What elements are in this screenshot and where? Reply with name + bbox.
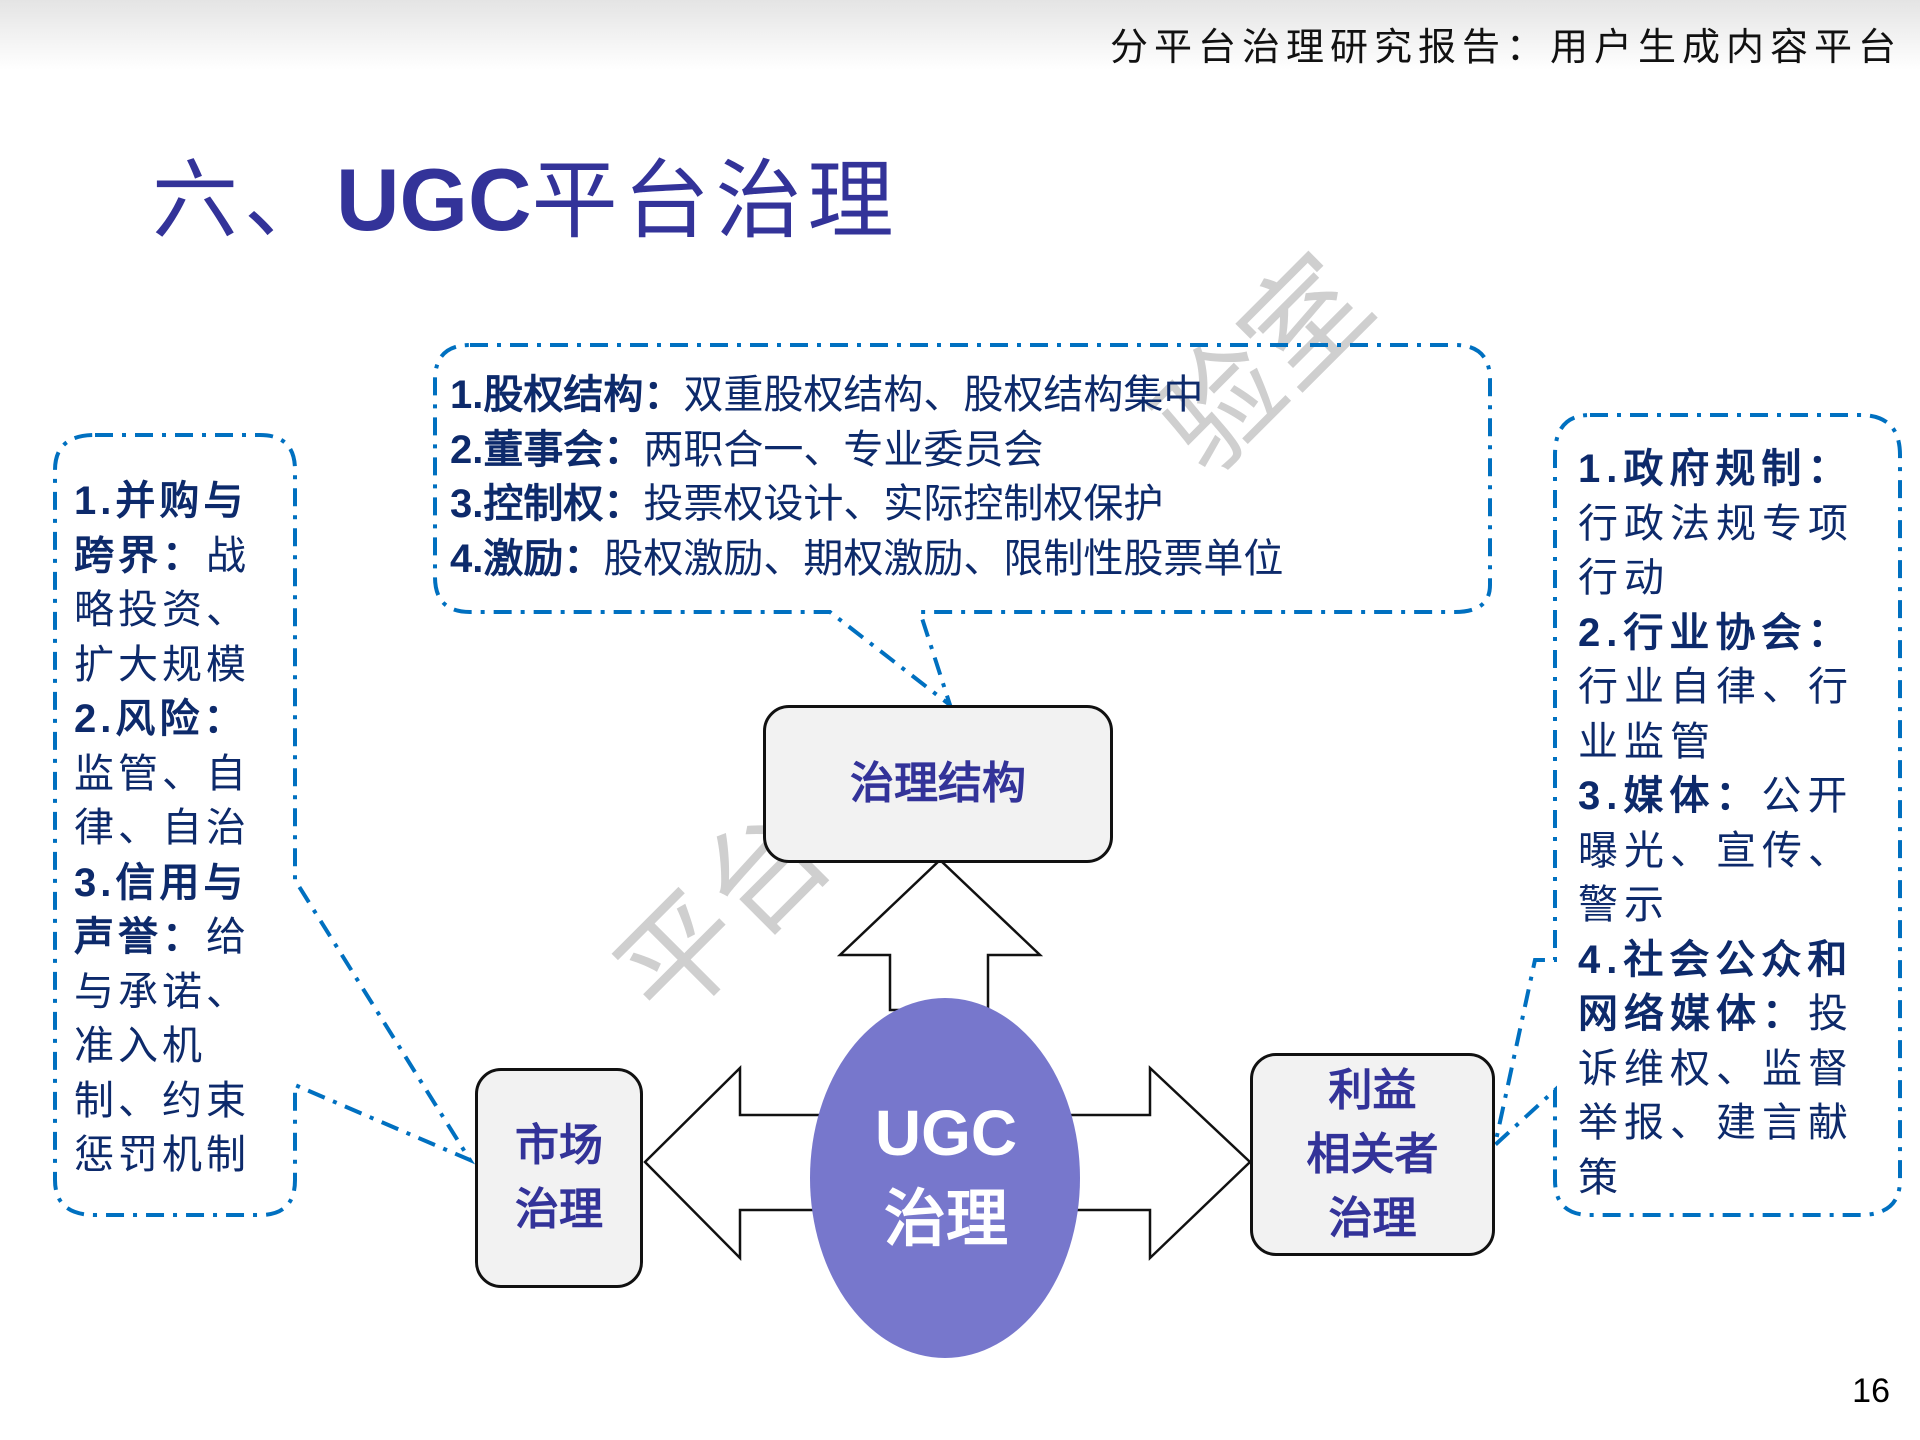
header-band — [0, 0, 1920, 70]
slide-title-prefix: 六、 — [152, 151, 336, 251]
callout-top-border — [433, 343, 1492, 711]
center-label-line2: 治理 — [883, 1182, 1008, 1255]
node-stakeholder-line2: 相关者 — [1306, 1128, 1439, 1180]
callout-left-item: 3.信用与声誉：给与承诺、准入机制、约束惩罚机制 — [74, 858, 250, 1179]
node-stakeholder-line1: 利益 — [1328, 1064, 1417, 1116]
callout-left-item: 1.并购与跨界：战略投资、扩大规模 — [74, 477, 250, 688]
node-market-line2: 治理 — [515, 1184, 603, 1235]
slide-title-suffix: 平台治理 — [531, 151, 900, 251]
callout-left-text: 1.并购与跨界：战略投资、扩大规模 2.风险：监管、自律、自治 3.信用与声誉：… — [74, 474, 264, 1183]
callout-top-item: 2.董事会：两职合一、专业委员会 — [450, 425, 1044, 473]
report-title: 分平台治理研究报告：用户生成内容平台 — [1109, 25, 1902, 69]
callout-right-item: 3.媒体：公开曝光、宣传、警示 — [1578, 772, 1854, 928]
callout-left-border — [53, 433, 476, 1217]
node-governance-structure: 治理结构 — [763, 705, 1113, 863]
callout-right-item: 4.社会公众和网络媒体：投诉维权、监督举报、建言献策 — [1578, 935, 1854, 1201]
slide-title-latin: UGC — [336, 150, 532, 249]
callout-top-text: 1.股权结构：双重股权结构、股权结构集中 2.董事会：两职合一、专业委员会 3.… — [450, 368, 1480, 586]
arrow-right — [1048, 1065, 1252, 1261]
callout-right-item: 2.行业协会：行业自律、行业监管 — [1578, 608, 1854, 765]
page-number: 16 — [1852, 1372, 1890, 1410]
callout-right-border — [1491, 413, 1902, 1217]
center-label-line1: UGC — [874, 1097, 1018, 1169]
arrow-up — [836, 858, 1044, 1012]
callout-top-item: 3.控制权：投票权设计、实际控制权保护 — [450, 480, 1164, 527]
callout-top-item: 1.股权结构：双重股权结构、股权结构集中 — [450, 371, 1204, 418]
center-label: UGC 治理 — [812, 1090, 1080, 1262]
center-ellipse — [810, 998, 1080, 1358]
callout-right-text: 1.政府规制：行政法规专项行动 2.行业协会：行业自律、行业监管 3.媒体：公开… — [1578, 442, 1858, 1205]
slide-title: 六、UGC平台治理 — [152, 130, 900, 255]
callout-top-item: 4.激励：股权激励、期权激励、限制性股票单位 — [450, 534, 1284, 582]
node-market-governance: 市场治理 — [475, 1068, 643, 1288]
node-stakeholder-governance: 利益相关者治理 — [1250, 1053, 1495, 1256]
callout-left-item: 2.风险：监管、自律、自治 — [74, 695, 250, 851]
node-governance-structure-label: 治理结构 — [850, 758, 1026, 809]
node-market-line1: 市场 — [515, 1120, 603, 1171]
node-stakeholder-line3: 治理 — [1328, 1192, 1417, 1244]
arrow-left — [643, 1065, 837, 1262]
callout-right-item: 1.政府规制：行政法规专项行动 — [1578, 445, 1854, 601]
